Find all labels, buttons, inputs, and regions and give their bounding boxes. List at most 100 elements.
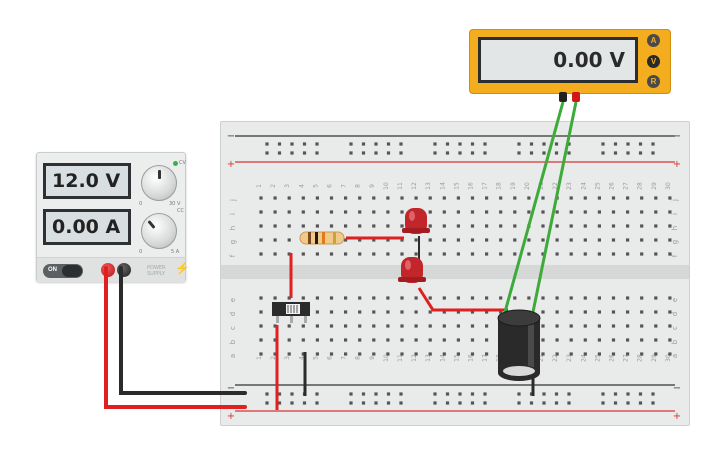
probe-wire-black[interactable]: [503, 101, 565, 313]
breadboard-hole[interactable]: [386, 352, 390, 356]
breadboard-hole[interactable]: [372, 210, 376, 214]
breadboard-hole[interactable]: [626, 324, 630, 328]
breadboard-hole[interactable]: [372, 352, 376, 356]
breadboard-hole[interactable]: [668, 196, 672, 200]
breadboard-hole[interactable]: [668, 310, 672, 314]
breadboard-hole[interactable]: [597, 238, 601, 242]
breadboard-hole[interactable]: [301, 196, 305, 200]
rail-hole[interactable]: [265, 151, 269, 155]
breadboard-hole[interactable]: [329, 196, 334, 200]
breadboard-hole[interactable]: [640, 238, 644, 242]
breadboard-hole[interactable]: [668, 210, 672, 214]
breadboard-hole[interactable]: [654, 296, 658, 300]
breadboard-hole[interactable]: [597, 296, 601, 300]
breadboard-hole[interactable]: [626, 238, 630, 242]
breadboard-hole[interactable]: [583, 338, 587, 342]
breadboard-hole[interactable]: [414, 310, 418, 314]
breadboard-hole[interactable]: [470, 338, 475, 342]
rail-hole[interactable]: [349, 151, 353, 155]
breadboard-hole[interactable]: [597, 310, 601, 314]
breadboard-hole[interactable]: [386, 224, 390, 228]
breadboard-hole[interactable]: [611, 324, 616, 328]
power-toggle[interactable]: ON: [43, 264, 83, 278]
breadboard-hole[interactable]: [499, 224, 503, 228]
breadboard-hole[interactable]: [611, 196, 616, 200]
breadboard-hole[interactable]: [611, 310, 616, 314]
breadboard-hole[interactable]: [273, 338, 277, 342]
breadboard-hole[interactable]: [400, 324, 404, 328]
mode-amps-button[interactable]: A: [647, 34, 660, 47]
rail-hole[interactable]: [470, 142, 475, 146]
breadboard-hole[interactable]: [513, 296, 517, 300]
breadboard-hole[interactable]: [442, 338, 446, 342]
rail-hole[interactable]: [470, 401, 475, 405]
rail-hole[interactable]: [361, 142, 366, 146]
rail-hole[interactable]: [567, 151, 571, 155]
mode-volts-button[interactable]: V: [647, 55, 660, 68]
breadboard-hole[interactable]: [654, 252, 658, 256]
rail-hole[interactable]: [374, 392, 378, 396]
breadboard-hole[interactable]: [414, 238, 418, 242]
voltage-knob[interactable]: [141, 165, 177, 201]
breadboard-hole[interactable]: [555, 338, 559, 342]
breadboard-hole[interactable]: [301, 324, 305, 328]
rail-hole[interactable]: [613, 142, 618, 146]
breadboard-hole[interactable]: [358, 252, 362, 256]
breadboard-hole[interactable]: [513, 210, 517, 214]
breadboard-hole[interactable]: [386, 338, 390, 342]
rail-hole[interactable]: [265, 392, 269, 396]
breadboard-hole[interactable]: [541, 210, 545, 214]
breadboard-hole[interactable]: [527, 296, 531, 300]
breadboard-hole[interactable]: [640, 338, 644, 342]
rail-hole[interactable]: [517, 392, 521, 396]
breadboard-hole[interactable]: [597, 252, 601, 256]
breadboard-hole[interactable]: [273, 352, 277, 356]
breadboard-hole[interactable]: [442, 196, 446, 200]
breadboard-hole[interactable]: [640, 310, 644, 314]
multimeter[interactable]: 0.00 V A V R: [469, 29, 671, 94]
breadboard-hole[interactable]: [414, 324, 418, 328]
breadboard-hole[interactable]: [611, 210, 616, 214]
breadboard-hole[interactable]: [400, 238, 404, 242]
breadboard-hole[interactable]: [527, 252, 531, 256]
breadboard-hole[interactable]: [654, 196, 658, 200]
breadboard-hole[interactable]: [611, 238, 616, 242]
breadboard-hole[interactable]: [456, 324, 460, 328]
breadboard-hole[interactable]: [626, 210, 630, 214]
rail-hole[interactable]: [626, 151, 630, 155]
breadboard-hole[interactable]: [400, 296, 404, 300]
rail-hole[interactable]: [374, 142, 378, 146]
breadboard-hole[interactable]: [428, 310, 432, 314]
breadboard-hole[interactable]: [470, 238, 475, 242]
rail-hole[interactable]: [386, 401, 391, 405]
breadboard-hole[interactable]: [499, 238, 503, 242]
breadboard-hole[interactable]: [485, 310, 489, 314]
breadboard-hole[interactable]: [485, 238, 489, 242]
breadboard-hole[interactable]: [329, 224, 334, 228]
rail-hole[interactable]: [601, 401, 605, 405]
rail-hole[interactable]: [433, 401, 437, 405]
breadboard-hole[interactable]: [259, 338, 263, 342]
breadboard-hole[interactable]: [287, 238, 291, 242]
rail-hole[interactable]: [542, 142, 546, 146]
rail-hole[interactable]: [517, 151, 521, 155]
breadboard-hole[interactable]: [428, 252, 432, 256]
breadboard-hole[interactable]: [372, 196, 376, 200]
rail-hole[interactable]: [399, 142, 403, 146]
rail-hole[interactable]: [567, 392, 571, 396]
breadboard-hole[interactable]: [583, 296, 587, 300]
breadboard-hole[interactable]: [456, 296, 460, 300]
breadboard-hole[interactable]: [358, 338, 362, 342]
breadboard-hole[interactable]: [428, 338, 432, 342]
rail-hole[interactable]: [483, 392, 487, 396]
breadboard-hole[interactable]: [654, 352, 658, 356]
breadboard-hole[interactable]: [259, 310, 263, 314]
breadboard-hole[interactable]: [442, 310, 446, 314]
breadboard-hole[interactable]: [499, 196, 503, 200]
rail-hole[interactable]: [433, 392, 437, 396]
breadboard-hole[interactable]: [583, 252, 587, 256]
breadboard-hole[interactable]: [456, 338, 460, 342]
resistor[interactable]: [299, 231, 345, 245]
breadboard-hole[interactable]: [626, 252, 630, 256]
breadboard-hole[interactable]: [470, 296, 475, 300]
